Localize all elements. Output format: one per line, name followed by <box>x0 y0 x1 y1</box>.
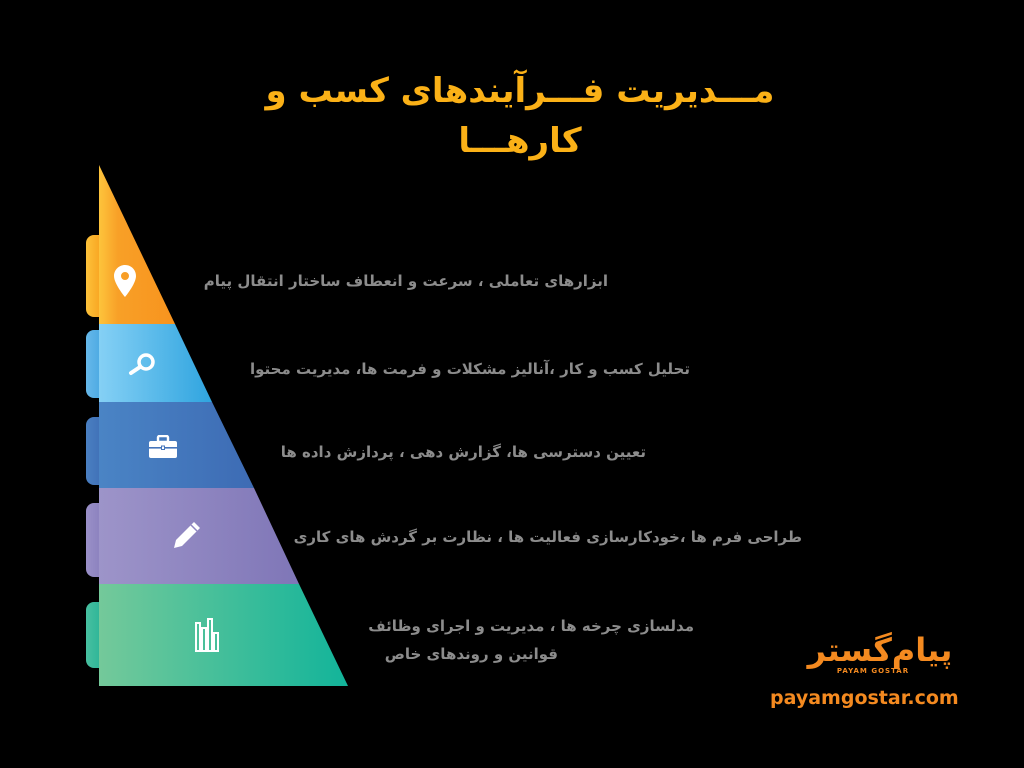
pyramid-shape <box>99 165 348 686</box>
level-4-segment <box>99 488 299 584</box>
brand-subtitle: PAYAM GOSTAR <box>836 667 910 675</box>
level-2-tab <box>86 330 102 398</box>
level-1-segment <box>99 165 175 324</box>
level-1-tab <box>86 235 102 317</box>
brand-url-link[interactable]: payamgostar.com <box>770 687 959 709</box>
pencil-icon <box>174 522 200 548</box>
level-5-segment <box>99 584 348 686</box>
level-3-tab <box>86 417 102 485</box>
level-2-segment <box>99 324 212 402</box>
bar-chart-icon <box>195 618 219 652</box>
level-5-label-line-2: قوانین و روندهای خاص <box>384 645 558 663</box>
level-5-label-line-1: مدلسازی چرخه ها ، مدیریت و اجرای وظائف <box>368 617 694 635</box>
level-4-tab <box>86 503 102 577</box>
level-5-tab <box>86 602 102 668</box>
level-2-label: تحلیل کسب و کار ،آنالیز مشکلات و فرمت ها… <box>250 360 690 378</box>
level-1-label: ابزارهای تعاملی ، سرعت و انعطاف ساختار ا… <box>203 272 608 290</box>
map-pin-icon <box>114 265 136 297</box>
level-4-label: طراحی فرم ها ،خودکارسازی فعالیت ها ، نظا… <box>293 528 802 546</box>
search-icon <box>129 353 155 375</box>
briefcase-icon <box>149 435 177 458</box>
brand-logo: پیام‌گستر <box>807 631 953 669</box>
page-title: مـــدیریت فـــرآیندهای کسب و کارهـــا <box>265 71 775 161</box>
level-3-label: تعیین دسترسی ها، گزارش دهی ، پردازش داده… <box>280 443 646 461</box>
